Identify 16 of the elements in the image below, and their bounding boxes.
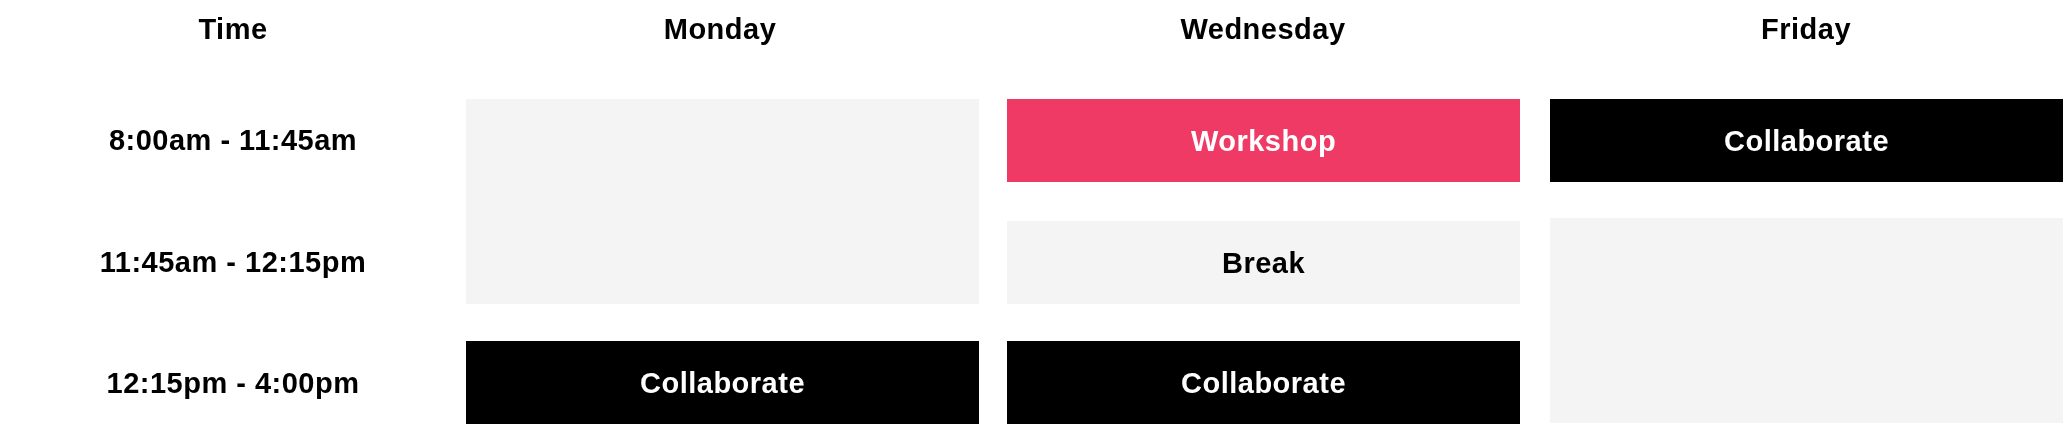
schedule-block bbox=[1007, 99, 1520, 182]
column-header: Wednesday bbox=[1180, 12, 1346, 47]
session-label: Collaborate bbox=[640, 365, 805, 401]
session-label: Workshop bbox=[1190, 123, 1337, 159]
session-label: Collaborate bbox=[1181, 365, 1346, 401]
time-label: 11:45am - 12:15pm bbox=[99, 245, 367, 280]
column-header: Friday bbox=[1761, 12, 1851, 47]
time-label: 12:15pm - 4:00pm bbox=[106, 366, 360, 401]
session-label: Collaborate bbox=[1724, 123, 1889, 159]
schedule-block bbox=[466, 341, 979, 424]
schedule-block bbox=[1007, 341, 1520, 424]
schedule-block bbox=[1550, 99, 2063, 182]
column-header: Time bbox=[198, 12, 268, 47]
session-label: Break bbox=[1221, 245, 1306, 281]
time-label: 8:00am - 11:45am bbox=[108, 123, 358, 158]
column-header: Monday bbox=[663, 12, 777, 47]
